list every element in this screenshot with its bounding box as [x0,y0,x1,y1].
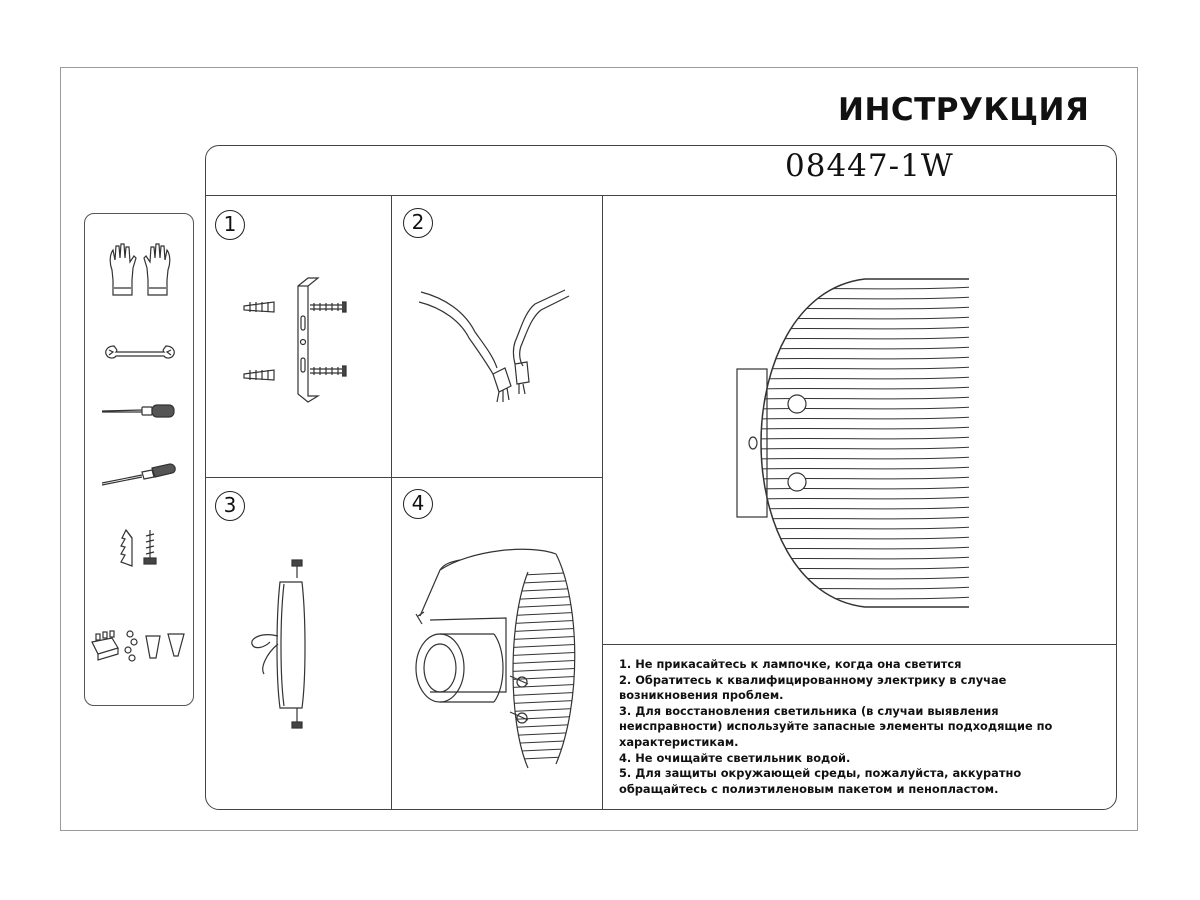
instruction-frame [205,145,1117,810]
notes-divider [603,644,1116,645]
gloves-icon [109,243,171,296]
step-number-2: 2 [403,208,433,238]
product-column-divider [602,196,603,809]
anchor-screw-icon [120,528,157,567]
screwdriver-angled-icon [101,463,176,486]
note-item: 5. Для защиты окружающей среды, пожалуйс… [619,766,1022,796]
instruction-sheet [60,67,1138,831]
step-number-3: 3 [215,491,245,521]
connector-kit-icon [91,630,185,662]
header-divider [206,195,1116,196]
wrench-icon [105,345,175,359]
note-item: 3. Для восстановления светильника (в слу… [619,703,1053,749]
page-title: ИНСТРУКЦИЯ [838,92,1090,128]
step-number-4: 4 [403,489,433,519]
step-number-1: 1 [215,210,245,240]
base-plate-icon [251,559,306,729]
screwdriver-icon [101,404,175,418]
wall-lamp-side-view-icon [736,278,969,608]
model-number: 08447-1W [785,148,954,184]
steps-row-divider [206,477,602,478]
wire-connection-icon [418,289,570,403]
bracket-mounting-icon [243,277,347,403]
shade-assembly-icon [415,548,576,769]
note-item: 1. Не прикасайтесь к лампочке, когда она… [619,657,962,671]
note-item: 4. Не очищайте светильник водой. [619,750,851,765]
safety-notes: 1. Не прикасайтесь к лампочке, когда она… [619,657,1099,797]
steps-column-divider [391,196,392,809]
tools-panel [84,213,194,706]
note-item: 2. Обратитесь к квалифицированному элект… [619,672,1007,703]
